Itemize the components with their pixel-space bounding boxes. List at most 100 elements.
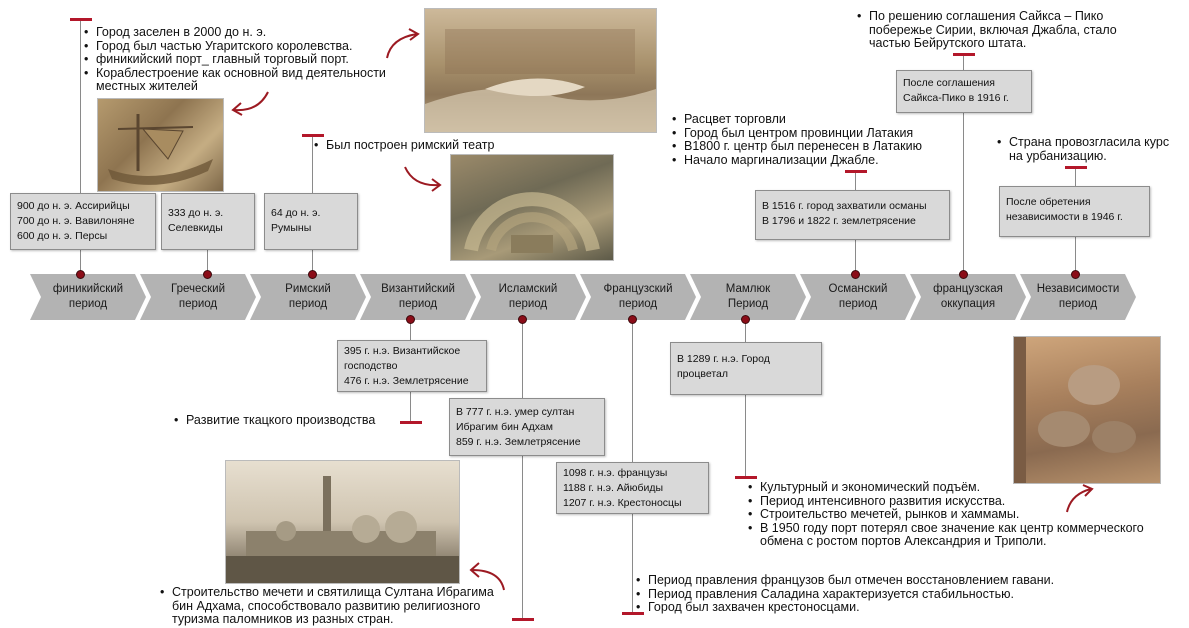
byzantine-dates-box: 395 г. н.э. Византийское господство 476 …: [337, 340, 487, 392]
period-chevron: Греческий период: [140, 274, 256, 320]
period-chevron: Независимости период: [1020, 274, 1136, 320]
box-line: 64 до н. э.: [271, 207, 321, 219]
box-line: процветал: [677, 368, 728, 380]
connector-line: [1075, 169, 1076, 186]
marker-bar: [1065, 166, 1087, 169]
period-label: Мамлюк Период: [725, 283, 771, 310]
list-item: Период правления Саладина характеризуетс…: [634, 587, 1104, 602]
box-line: Ибрагим бин Адхам: [456, 421, 553, 433]
mosque-old-photo: [225, 460, 460, 584]
connector-line: [312, 250, 313, 274]
list-item: Город заселен в 2000 до н. э.: [82, 25, 427, 40]
period-label: финикийский период: [52, 283, 124, 310]
timeline-dot: [406, 315, 415, 324]
period-label: Греческий период: [170, 283, 225, 310]
connector-line: [963, 56, 964, 70]
timeline-dot: [959, 270, 968, 279]
phoenician-facts-list: Город заселен в 2000 до н. э. Город был …: [82, 25, 427, 94]
box-line: независимости в 1946 г.: [1006, 211, 1123, 223]
box-line: После соглашения: [903, 77, 995, 89]
connector-line: [312, 137, 313, 193]
connector-line: [745, 395, 746, 477]
box-line: 600 до н. э. Персы: [17, 230, 108, 242]
box-line: В 1796 и 1822 г. землетрясение: [762, 215, 916, 227]
marker-bar: [735, 476, 757, 479]
list-item: Начало маргинализации Джабле.: [670, 153, 960, 168]
box-line: 395 г. н.э. Византийское: [344, 345, 461, 357]
marker-bar: [70, 18, 92, 21]
timeline-dot: [308, 270, 317, 279]
period-chevron: Османский период: [800, 274, 916, 320]
connector-line: [632, 514, 633, 612]
roman-theater-photo: [450, 154, 614, 261]
period-label: Византийский период: [381, 283, 455, 310]
period-label: Римский период: [285, 283, 331, 310]
connector-line: [855, 240, 856, 274]
connector-line: [963, 113, 964, 274]
period-chevron: французская оккупация: [910, 274, 1026, 320]
marker-bar: [512, 618, 534, 621]
mamluk-facts-list: Культурный и экономический подъём. Перио…: [746, 480, 1186, 549]
connector-line: [80, 250, 81, 274]
period-label: французская оккупация: [933, 283, 1003, 310]
box-line: 333 до н. э.: [168, 207, 224, 219]
connector-line: [522, 456, 523, 619]
list-item: Период интенсивного развития искусства.: [746, 494, 1186, 509]
curved-arrow-icon: [404, 166, 442, 192]
list-item: Развитие ткацкого производства: [172, 413, 412, 428]
connector-line: [410, 322, 411, 340]
marker-bar: [845, 170, 867, 173]
occupation-facts-list: По решению соглашения Сайкса – Пико побе…: [855, 9, 1155, 51]
period-chevron: финикийский период: [30, 274, 146, 320]
hammam-domes-photo: [1013, 336, 1161, 484]
ship-relief-photo: [97, 98, 224, 192]
period-label: Независимости период: [1036, 283, 1120, 310]
period-label: Османский период: [828, 283, 888, 310]
list-item: Период правления французов был отмечен в…: [634, 573, 1104, 588]
connector-line: [410, 392, 411, 422]
timeline-dot: [741, 315, 750, 324]
box-line: 1188 г. н.э. Айюбиды: [563, 482, 664, 494]
box-line: В 1289 г. н.э. Город: [677, 353, 770, 365]
connector-line: [522, 322, 523, 398]
ottoman-facts-list: Расцвет торговли Город был центром прови…: [670, 112, 960, 168]
period-chevron: Римский период: [250, 274, 366, 320]
timeline-dot: [851, 270, 860, 279]
list-item: Страна провозгласила курс на урбанизацию…: [995, 135, 1175, 163]
french-facts-list: Период правления французов был отмечен в…: [634, 573, 1104, 615]
phoenician-dates-box: 900 до н. э. Ассирийцы 700 до н. э. Вави…: [10, 193, 156, 250]
connector-line: [80, 21, 81, 193]
list-item: Культурный и экономический подъём.: [746, 480, 1186, 495]
timeline-dot: [518, 315, 527, 324]
islamic-facts-list: Строительство мечети и святилища Султана…: [158, 585, 518, 627]
box-line: Румыны: [271, 222, 312, 234]
connector-line: [207, 250, 208, 274]
list-item: Кораблестроение как основной вид деятель…: [82, 66, 427, 94]
list-item: По решению соглашения Сайкса – Пико побе…: [855, 9, 1155, 51]
list-item: В1800 г. центр был перенесен в Латакию: [670, 139, 960, 154]
period-label: Французский период: [603, 283, 673, 310]
french-dates-box: 1098 г. н.э. французы 1188 г. н.э. Айюби…: [556, 462, 709, 514]
connector-line: [855, 173, 856, 190]
period-label: Исламский период: [498, 283, 558, 310]
timeline-dot: [628, 315, 637, 324]
list-item: финикийский порт_ главный торговый порт.: [82, 52, 427, 67]
mamluk-dates-box: В 1289 г. н.э. Город процветал: [670, 342, 822, 395]
period-chevron: Мамлюк Период: [690, 274, 806, 320]
list-item: Город был захвачен крестоносцами.: [634, 600, 1104, 615]
box-line: Селевкиды: [168, 222, 223, 234]
independence-facts-list: Страна провозгласила курс на урбанизацию…: [995, 135, 1175, 163]
list-item: В 1950 году порт потерял свое значение к…: [746, 521, 1186, 549]
period-chevron: Французский период: [580, 274, 696, 320]
box-line: 900 до н. э. Ассирийцы: [17, 200, 130, 212]
box-line: 476 г. н.э. Землетрясение: [344, 375, 469, 387]
period-chevron: Исламский период: [470, 274, 586, 320]
connector-line: [1075, 237, 1076, 274]
harbor-aerial-photo: [424, 8, 657, 133]
connector-line: [632, 322, 633, 462]
roman-dates-box: 64 до н. э. Румыны: [264, 193, 358, 250]
timeline-dot: [76, 270, 85, 279]
list-item: Строительство мечетей, рынков и хаммамы.: [746, 507, 1186, 522]
roman-facts-list: Был построен римский театр: [312, 138, 522, 153]
box-line: 1098 г. н.э. французы: [563, 467, 668, 479]
